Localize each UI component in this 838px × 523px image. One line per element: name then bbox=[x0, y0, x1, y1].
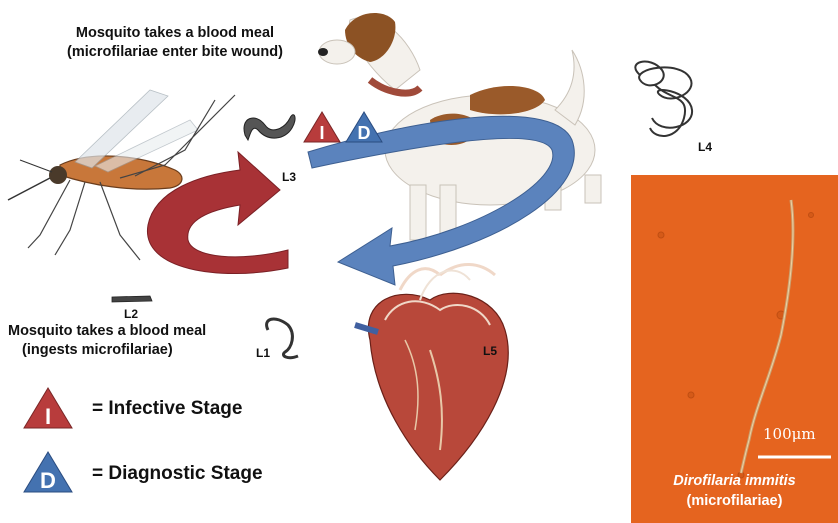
species-form: (microfilariae) bbox=[631, 491, 838, 511]
legend-infective-badge: I bbox=[24, 388, 72, 429]
svg-text:D: D bbox=[40, 468, 56, 493]
stage-label-l1: L1 bbox=[256, 346, 270, 360]
legend-infective-text: = Infective Stage bbox=[92, 398, 242, 420]
stage-label-l4: L4 bbox=[698, 140, 712, 154]
heart-icon bbox=[355, 264, 508, 480]
stage-label-l5: L5 bbox=[483, 344, 497, 358]
svg-text:I: I bbox=[45, 404, 51, 429]
scale-bar-label: 100μm bbox=[763, 425, 816, 443]
worm-l3-icon bbox=[244, 115, 295, 140]
stage-label-l3: L3 bbox=[282, 170, 296, 184]
worm-l2-icon bbox=[112, 296, 152, 302]
legend-diagnostic-text: = Diagnostic Stage bbox=[92, 463, 263, 485]
micrograph-caption: Dirofilaria immitis (microfilariae) bbox=[631, 471, 838, 511]
micrograph-panel: 100μm Dirofilaria immitis (microfilariae… bbox=[631, 175, 838, 523]
infective-badge: I bbox=[304, 112, 340, 143]
svg-text:D: D bbox=[358, 123, 371, 143]
mosquito-icon bbox=[8, 90, 235, 260]
legend-diagnostic-badge: D bbox=[24, 452, 72, 493]
worm-l1-icon bbox=[267, 319, 298, 358]
diagnostic-badge: D bbox=[346, 112, 382, 143]
species-name: Dirofilaria immitis bbox=[631, 471, 838, 491]
svg-text:I: I bbox=[319, 123, 324, 143]
stage-label-l2: L2 bbox=[124, 307, 138, 321]
worm-l4-icon bbox=[635, 62, 692, 136]
